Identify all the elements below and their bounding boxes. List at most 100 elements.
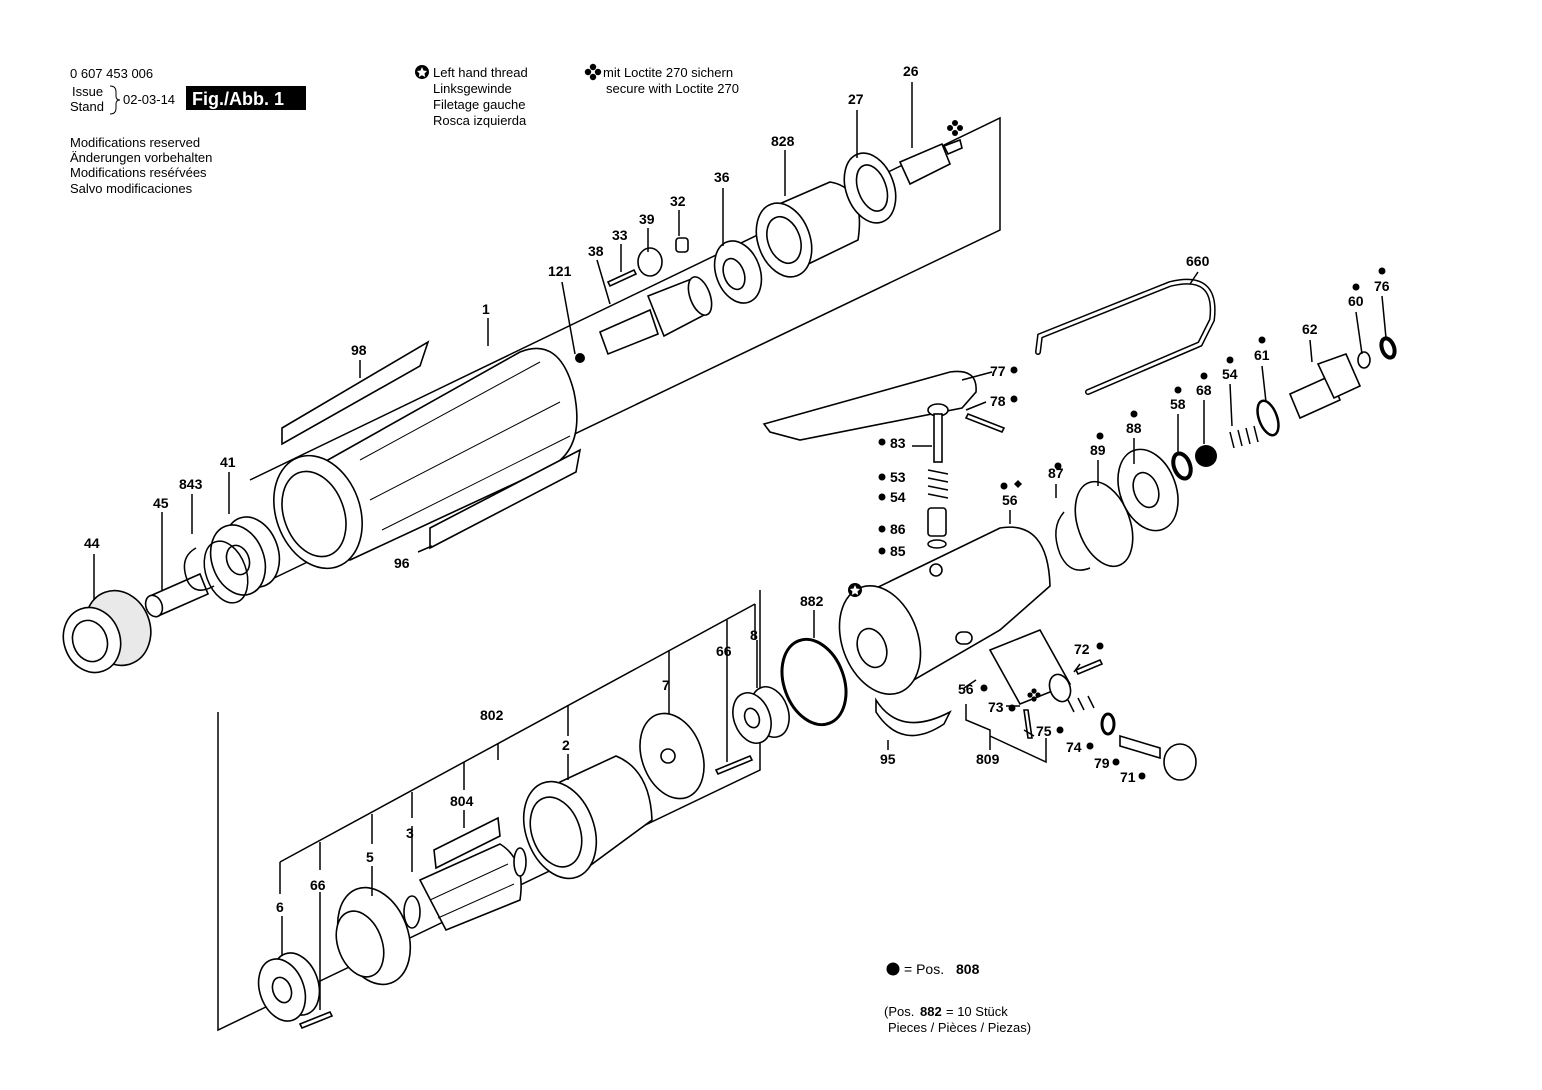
part-58-oring-drawing [1171,451,1193,481]
part-2-cylinder-drawing [522,755,653,880]
label-73: 73 [988,699,1004,715]
part-79-oring-drawing [1100,712,1116,736]
doc-number: 0 607 453 006 [70,66,153,81]
label-5: 5 [366,849,374,865]
loctite-marker-73-icon [1027,688,1041,702]
label-77: 77 [990,363,1006,379]
part-62-nipple-drawing [1288,352,1362,420]
label-66-lower: 66 [310,877,326,893]
mod-line-es: Salvo modificaciones [70,181,193,196]
part-73-sleeve-drawing [988,628,1072,706]
part-843-circlip-drawing [183,547,215,591]
label-27: 27 [848,91,864,107]
label-72: 72 [1074,641,1090,657]
part-1-housing-drawing [273,347,578,570]
left-hand-thread-icon [415,65,429,79]
part-85-oring-drawing [927,539,947,549]
label-843: 843 [179,476,203,492]
part-71-screw-drawing [1119,734,1197,781]
fig-badge-bg [186,86,306,110]
part-60-seal-drawing [1357,351,1371,369]
label-71: 71 [1120,769,1136,785]
label-88: 88 [1126,420,1142,436]
fig-badge: Fig./Abb. 1 [192,89,284,109]
lht-line-en: Left hand thread [433,65,528,80]
bracket-809 [965,704,1047,764]
label-85: 85 [890,543,906,559]
label-53: 53 [890,469,906,485]
note-qty: = 10 Stück [946,1004,1008,1019]
label-66-upper: 66 [716,643,732,659]
label-54-valve: 54 [890,489,906,505]
upper-group-frame [249,116,1001,581]
part-95-cover-drawing [875,697,952,737]
label-6: 6 [276,899,284,915]
part-74-spring-drawing [1067,695,1095,713]
note-open: (Pos. [884,1004,914,1019]
label-87: 87 [1048,465,1064,481]
part-86-bush-drawing [927,507,947,537]
loctite-line-de: mit Loctite 270 sichern [603,65,733,80]
label-89: 89 [1090,442,1106,458]
part-78-pin-drawing [964,412,1006,434]
label-78: 78 [990,393,1006,409]
label-56-lower: 56 [958,681,974,697]
lht-line-es: Rosca izquierda [433,113,527,128]
part-32-needle-drawing [675,237,689,253]
loctite-icon [584,63,602,81]
part-27-washer-drawing [843,152,897,224]
label-62: 62 [1302,321,1318,337]
label-121: 121 [548,263,572,279]
part-89-washer-drawing [1074,480,1134,568]
label-96: 96 [394,555,410,571]
part-68-ball-drawing [1195,445,1217,467]
part-83-valve-stem-drawing [927,403,949,463]
label-2: 2 [562,737,570,753]
part-41-bearing-drawing [203,516,281,604]
label-32: 32 [670,193,686,209]
part-33-pin-drawing [606,268,638,288]
label-95: 95 [880,751,896,767]
issue-date: 02-03-14 [123,92,175,107]
label-61: 61 [1254,347,1270,363]
stand-label: Stand [70,99,104,114]
label-3: 3 [406,825,414,841]
pos-808-markers [878,267,1386,780]
part-44-nut-drawing [62,589,152,674]
label-79: 79 [1094,755,1110,771]
part-98-vane-drawing [281,340,430,446]
label-45: 45 [153,495,169,511]
label-39: 39 [639,211,655,227]
label-54-right: 54 [1222,366,1238,382]
label-33: 33 [612,227,628,243]
pos-808-bullet-icon [886,962,900,976]
loctite-marker-26-icon [947,120,963,136]
part-96-vane-drawing [429,448,582,550]
part-26-pinion-drawing [898,138,963,186]
part-882-oring-drawing [780,637,848,727]
part-38-spindle-drawing [598,276,713,356]
lht-line-fr: Filetage gauche [433,97,526,112]
label-83: 83 [890,435,906,451]
part-7-endplate-drawing [639,712,705,800]
label-882: 882 [800,593,824,609]
label-86: 86 [890,521,906,537]
label-44: 44 [84,535,100,551]
label-76: 76 [1374,278,1390,294]
label-60: 60 [1348,293,1364,309]
part-3-rotor-drawing [403,843,527,932]
label-660: 660 [1186,253,1210,269]
label-809: 809 [976,751,1000,767]
label-7: 7 [662,677,670,693]
label-26: 26 [903,63,919,79]
part-6-bearing-drawing [257,952,321,1022]
part-45-shaft-drawing [144,572,210,618]
part-61-oring-drawing [1256,399,1280,437]
right-leader-lines [668,271,1387,762]
part-76-oring-drawing [1379,336,1397,360]
label-56-upper: 56 [1002,492,1018,508]
label-36: 36 [714,169,730,185]
left-hand-thread-marker-icon [848,583,862,597]
mod-line-fr: Modifications reséŕvées [70,165,207,180]
